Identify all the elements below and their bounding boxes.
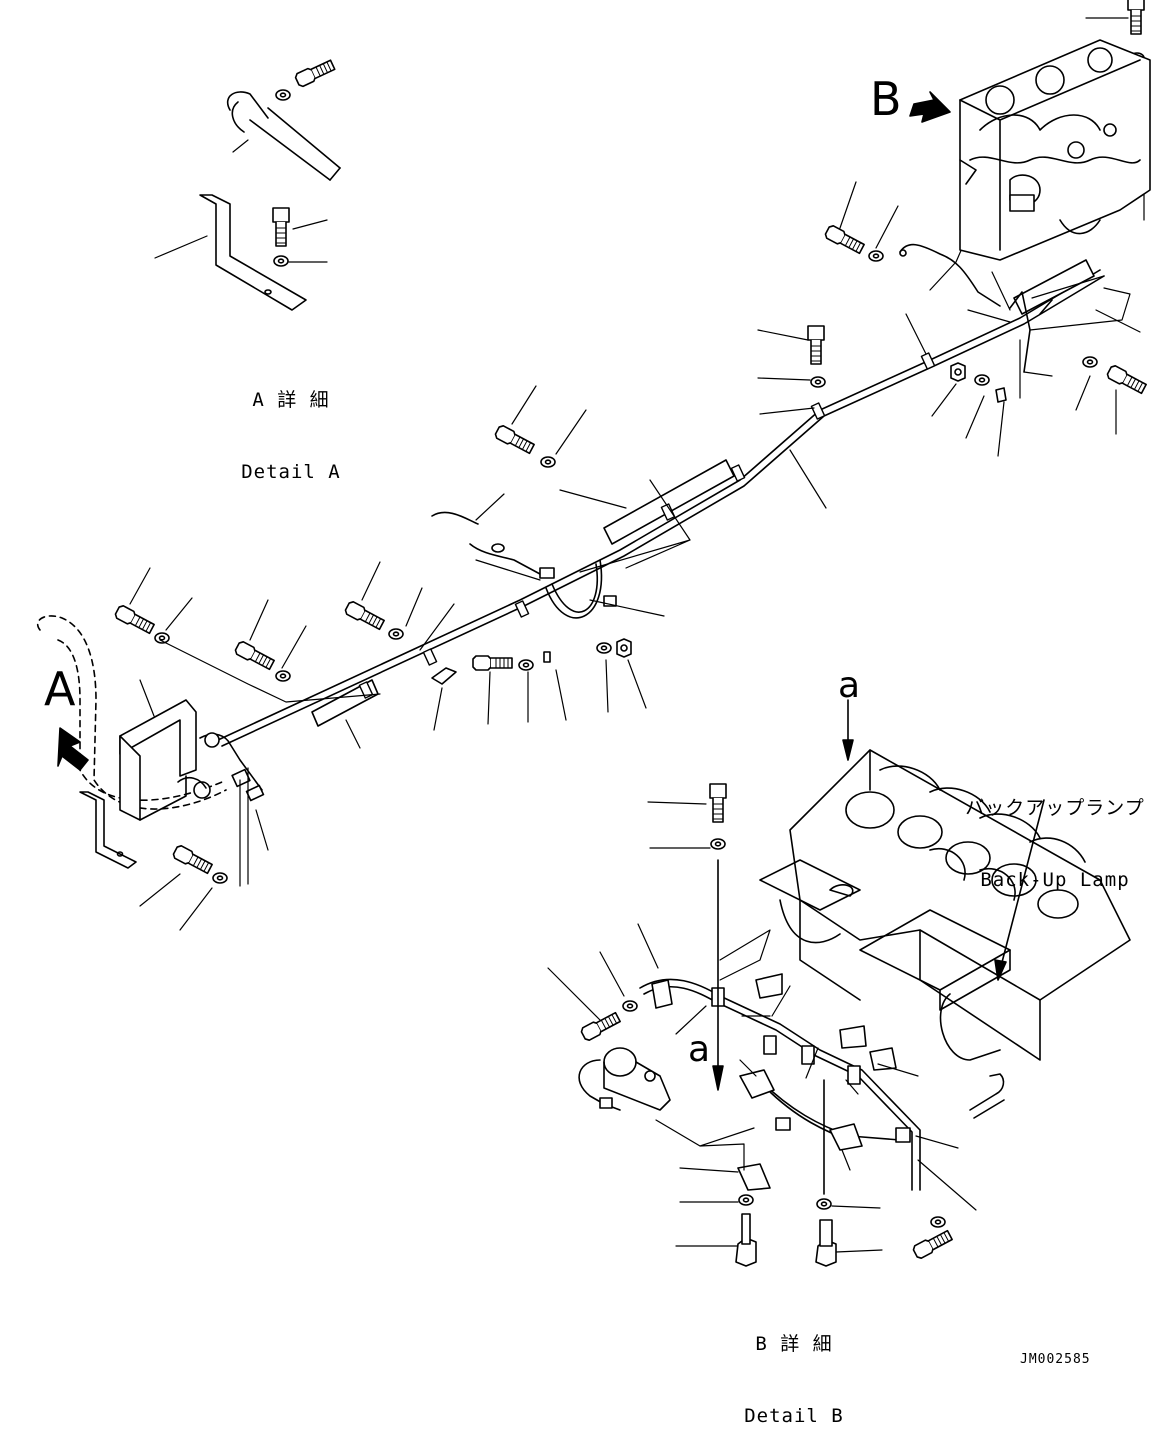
washer-icon [622,1000,638,1012]
sleeve-3 [1013,259,1095,315]
arrow-a-down-icon [842,739,854,761]
washer-icon [738,1194,754,1206]
nut-icon [950,362,966,382]
backup-lamp-icon [578,1047,671,1111]
bolt-icon [911,1228,954,1261]
view-a-label: A [44,662,76,716]
washer-icon [540,456,556,468]
bolt-icon [709,783,727,823]
view-b-label: B [870,72,902,126]
bolt-icon [171,843,214,876]
bolt-icon [579,1010,622,1043]
bracket-a-small [79,791,137,869]
detail-a-view [154,57,341,311]
detail-b-caption: B 詳 細 Detail B [735,1284,853,1452]
washer-icon [868,250,884,262]
bolt-icon [293,57,337,89]
washer-icon [212,872,228,884]
washer-icon [930,1216,946,1228]
washer-icon [810,376,826,388]
nut-icon [616,638,632,658]
bolt-icon [113,603,156,636]
washer-icon [275,670,291,682]
bolt-icon [272,207,290,247]
wiring-harness-diagram [37,0,1151,1267]
arrow-a-label-bottom: a [688,1029,711,1070]
bolt-icon [823,223,866,256]
bolt-icon [1105,363,1148,396]
washer-icon [273,255,289,267]
washer-icon [816,1198,832,1210]
washer-icon [388,628,404,640]
backup-lamp-caption: バックアップランプ Back-Up Lamp [960,748,1150,916]
detail-b-japanese: B 詳 細 [755,1333,833,1355]
bolt-icon [472,655,513,671]
bolt-icon [807,325,825,365]
detail-b-english: Detail B [744,1405,844,1427]
arrow-a-label-top: a [838,665,861,706]
washer-icon [518,659,534,671]
washer-icon [275,89,291,101]
backup-lamp-japanese: バックアップランプ [965,797,1145,819]
drawing-code: JM002585 [1020,1352,1091,1367]
top-right-valve-assembly [959,39,1151,261]
bracket-a [199,194,307,311]
bolt-icon [1127,0,1145,35]
detail-a-japanese: A 詳 細 [252,389,330,411]
backup-lamp-arrow-icon [994,959,1007,981]
arrow-a-down-icon-2 [712,1065,724,1091]
washer-icon [596,642,612,654]
washer-icon [1082,356,1098,368]
backup-lamp-english: Back-Up Lamp [980,869,1130,891]
sleeve-2 [603,459,735,545]
washer-icon [974,374,990,386]
bolt-icon [493,423,536,456]
washer-icon [710,838,726,850]
bolt-icon [233,639,276,672]
bolt-icon [343,599,386,632]
detail-a-caption: A 詳 細 Detail A [232,340,350,508]
view-a-arrow-icon [57,727,89,771]
detail-b-view [547,699,1131,1267]
detail-a-english: Detail A [241,461,341,483]
view-b-arrow-icon [909,91,951,123]
